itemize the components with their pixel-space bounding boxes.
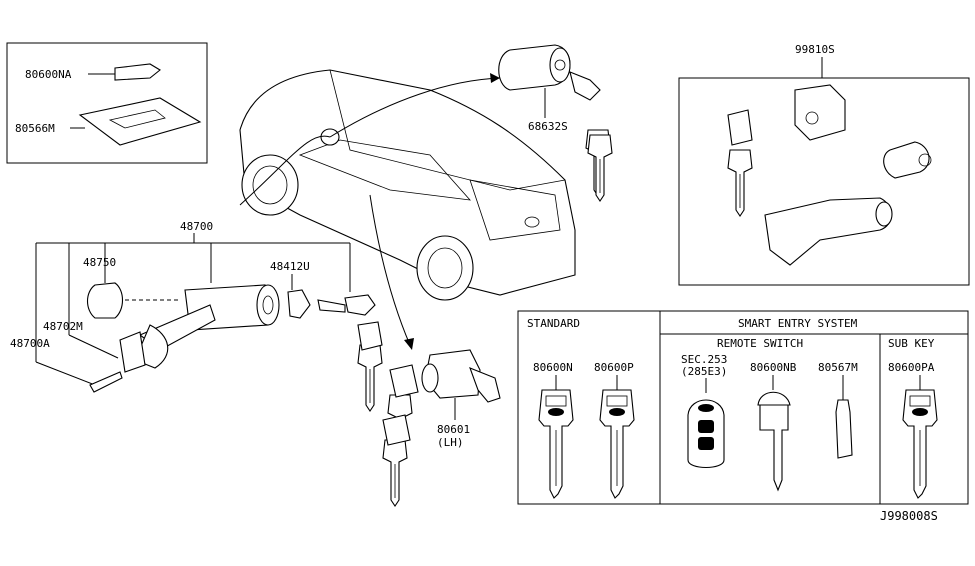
key-icon xyxy=(902,389,938,499)
key-kit-box: 80600NA 80566M xyxy=(6,42,208,164)
heading-smart-entry: SMART ENTRY SYSTEM xyxy=(738,317,858,330)
ignition-assembly: 48700 48750 48702M 48700A 48412U xyxy=(10,220,383,412)
part-label-99810s: 99810S xyxy=(795,43,835,56)
key-blade-icon xyxy=(835,399,853,459)
part-label-80600na: 80600NA xyxy=(25,68,72,81)
lh-door-cylinder: 80601 (LH) xyxy=(382,349,501,507)
part-label-80600pa: 80600PA xyxy=(888,361,935,374)
pointer-line xyxy=(239,135,331,206)
key-table: STANDARD SMART ENTRY SYSTEM REMOTE SWITC… xyxy=(517,310,969,505)
part-label-48750: 48750 xyxy=(83,256,116,269)
heading-sub-key: SUB KEY xyxy=(888,337,935,350)
part-label-80601: 80601 xyxy=(437,423,470,436)
vehicle-illustration xyxy=(239,69,576,301)
part-label-lh: (LH) xyxy=(437,436,464,449)
smart-key-fob-icon xyxy=(687,399,725,469)
sec-ref-label: SEC.253 xyxy=(681,353,727,366)
heading-standard: STANDARD xyxy=(527,317,580,330)
part-label-48702m: 48702M xyxy=(43,320,83,333)
part-label-80567m: 80567M xyxy=(818,361,858,374)
diagram-id: J998008S xyxy=(880,509,938,523)
part-label-48700: 48700 xyxy=(180,220,213,233)
part-label-80600nb: 80600NB xyxy=(750,361,797,374)
part-label-68632s: 68632S xyxy=(528,120,568,133)
part-label-80566m: 80566M xyxy=(15,122,55,135)
part-label-80600n: 80600N xyxy=(533,361,573,374)
key-icon xyxy=(538,389,574,499)
part-label-80600p: 80600P xyxy=(594,361,634,374)
part-label-48700a: 48700A xyxy=(10,337,50,350)
cylinder-set-box: 99810S xyxy=(678,43,970,286)
part-label-48412u: 48412U xyxy=(270,260,310,273)
emergency-key-icon xyxy=(759,404,789,492)
door-lock-cylinder: 68632S xyxy=(498,44,613,202)
sec-sub-label: (285E3) xyxy=(681,365,727,378)
heading-remote-switch: REMOTE SWITCH xyxy=(717,337,803,350)
key-blank-icon xyxy=(114,63,161,81)
key-icon xyxy=(599,389,635,499)
key-tag-icon xyxy=(78,97,202,146)
